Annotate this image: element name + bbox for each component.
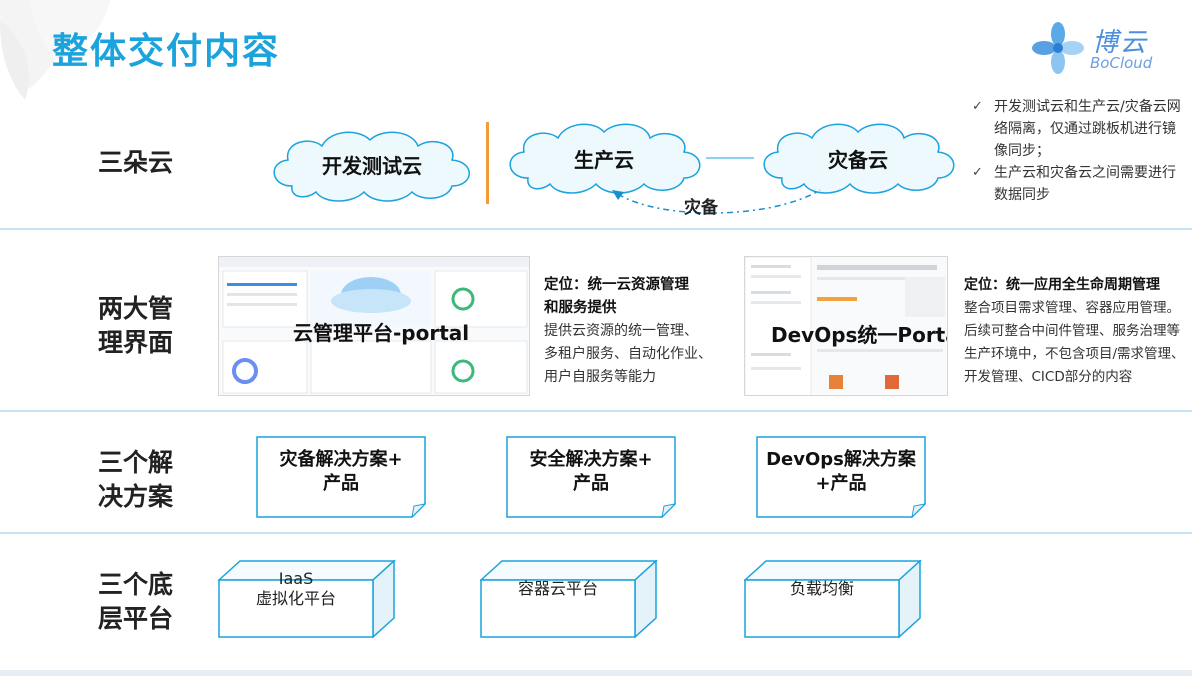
cloud-portal-description: 定位：统一云资源管理 和服务提供 提供云资源的统一管理、 多租户服务、自动化作业… [544,274,724,389]
cloud-portal-desc-line: 提供云资源的统一管理、 [544,323,698,339]
disaster-recovery-sync-arrow [612,189,821,214]
row-label-line: 理界面 [98,328,174,357]
row-label-portals: 两大管 理界面 [98,292,173,360]
row-divider [0,410,1192,412]
decorative-petals-graphic [0,0,110,100]
devops-portal-desc-line: 后续可整合中间件管理、服务治理等 [964,323,1180,339]
logo-text-cn: 博云 [1092,28,1149,58]
devops-portal-desc-line: 开发管理、CICD部分的内容 [964,369,1133,385]
note-item: ✓ 开发测试云和生产云/灾备云网络隔离，仅通过跳板机进行镜像同步； [972,96,1184,162]
note-text: 生产云和灾备云之间需要进行数据同步 [994,165,1176,203]
row-label-platforms: 三个底 层平台 [98,568,173,636]
cloud-portal-positioning-cont: 和服务提供 [544,300,617,316]
solution-devops-label: DevOps解决方案+产品 [766,449,916,494]
platform-lb-box: 负载均衡 [744,560,922,638]
solution-security-box: 安全解决方案+产品 [506,436,676,518]
cloud-connector-line [706,157,754,159]
row-divider [0,228,1192,230]
devops-portal-thumbnail [745,257,945,395]
cloud-production: 生产云 [498,116,710,200]
bottom-bar [0,670,1192,676]
row-label-solutions: 三个解 决方案 [98,446,173,514]
devops-portal-screenshot: DevOps统一Portal [744,256,948,396]
check-icon: ✓ [972,99,983,114]
cloud-dev-test: 开发测试云 [262,122,482,206]
cloud-portal-positioning: 定位：统一云资源管理 [544,277,689,293]
row-label-clouds: 三朵云 [98,148,174,177]
solution-dr-box: 灾备解决方案+产品 [256,436,426,518]
row-label-line: 三个解 [98,448,174,477]
page-title: 整体交付内容 [52,31,281,72]
cloud-portal-desc-line: 用户自服务等能力 [544,369,656,385]
devops-portal-description: 定位：统一应用全生命周期管理 整合项目需求管理、容器应用管理。 后续可整合中间件… [964,274,1188,389]
cloud-portal-title: 云管理平台-portal [293,321,470,345]
devops-portal-desc-line: 生产环境中，不包含项目/需求管理、 [964,346,1185,362]
solution-devops-box: DevOps解决方案+产品 [756,436,926,518]
cloud-production-label: 生产云 [574,147,634,172]
bocloud-logo: 博云 BoCloud [1030,20,1170,76]
row-label-line: 决方案 [98,482,174,511]
cloud-portal-screenshot: 云管理平台-portal [218,256,530,396]
cloud-dev-test-label: 开发测试云 [322,153,422,178]
note-item: ✓ 生产云和灾备云之间需要进行数据同步 [972,162,1184,206]
bocloud-flower-icon [1032,22,1084,74]
platform-container-box: 容器云平台 [480,560,658,638]
solution-security-label: 安全解决方案+产品 [529,449,653,494]
note-text: 开发测试云和生产云/灾备云网络隔离，仅通过跳板机进行镜像同步； [994,99,1181,159]
cloud-portal-desc-line: 多租户服务、自动化作业、 [544,346,712,362]
platform-container-label: 容器云平台 [517,579,598,598]
platform-lb-label: 负载均衡 [789,579,854,598]
check-icon: ✓ [972,165,983,180]
cloud-portal-thumbnail [219,257,529,394]
logo-text-en: BoCloud [1090,54,1153,72]
network-notes: ✓ 开发测试云和生产云/灾备云网络隔离，仅通过跳板机进行镜像同步； ✓ 生产云和… [972,96,1184,206]
solution-dr-label: 灾备解决方案+产品 [279,449,403,494]
cloud-disaster-recovery: 灾备云 [752,116,964,200]
row-label-line: 三个底 [98,570,174,599]
disaster-recovery-arrow-label: 灾备 [684,198,718,218]
isolation-separator [486,122,489,204]
row-divider [0,532,1192,534]
row-label-line: 层平台 [98,604,174,633]
row-label-line: 两大管 [98,294,174,323]
devops-portal-desc-line: 整合项目需求管理、容器应用管理。 [964,300,1180,316]
devops-portal-positioning: 定位：统一应用全生命周期管理 [964,277,1160,293]
cloud-disaster-recovery-label: 灾备云 [828,147,888,172]
devops-portal-title: DevOps统一Portal [771,323,948,347]
